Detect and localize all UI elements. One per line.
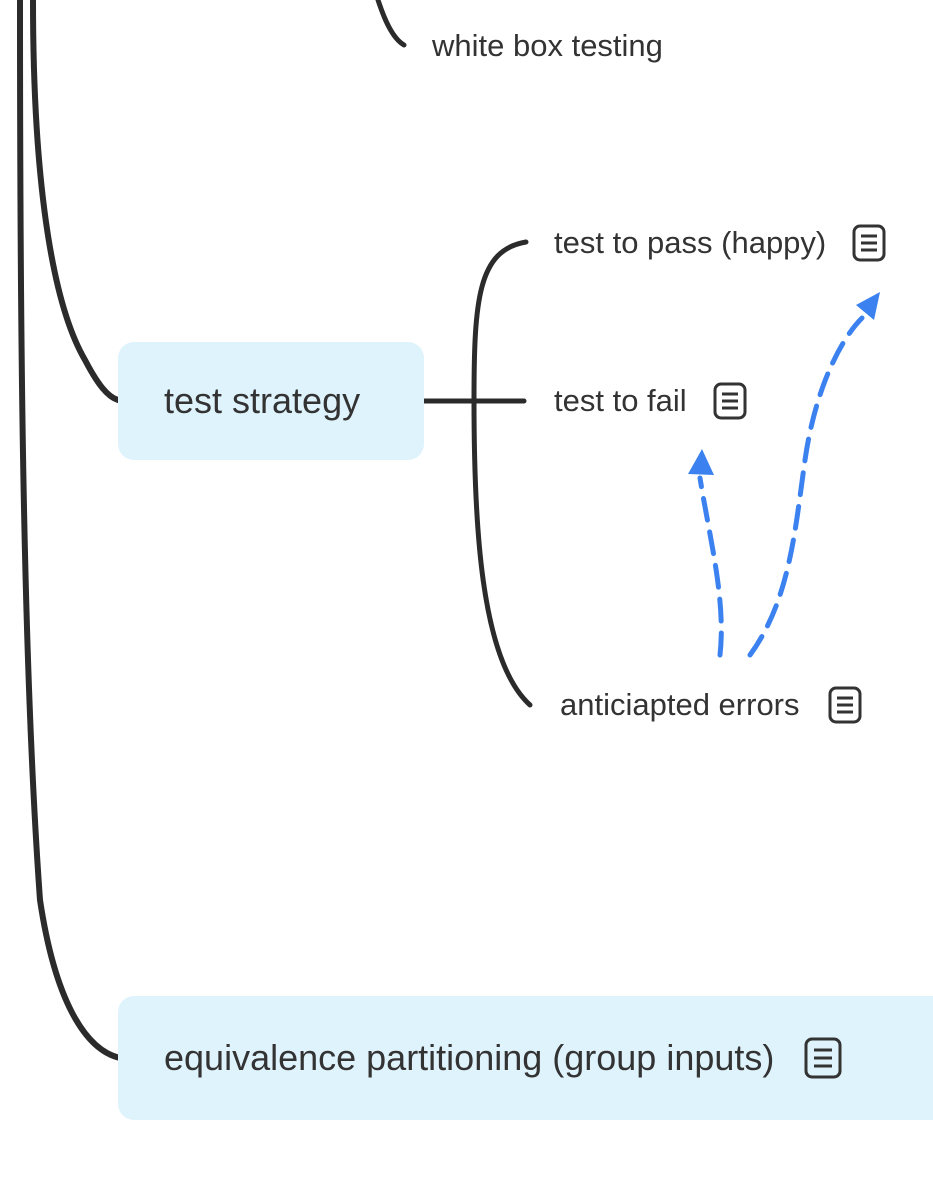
note-icon[interactable] — [713, 382, 747, 420]
node-equivalence-partitioning[interactable]: equivalence partitioning (group inputs) — [118, 996, 933, 1120]
relationship-arrowhead-to-pass — [856, 292, 880, 320]
note-icon[interactable] — [852, 224, 886, 262]
node-label: anticiapted errors — [560, 687, 800, 722]
branch-connector-trunk-inner — [30, 0, 121, 403]
note-icon[interactable] — [828, 686, 862, 724]
connector-to-test-to-pass — [421, 239, 529, 404]
node-label: test to pass (happy) — [554, 225, 827, 260]
node-label: test strategy — [164, 380, 361, 421]
branch-connector-trunk-outer — [17, 0, 123, 1061]
note-icon[interactable] — [804, 1037, 842, 1079]
node-test-to-pass[interactable]: test to pass (happy) — [554, 220, 886, 266]
relationship-arrowhead-to-fail — [688, 449, 714, 475]
connector-to-anticipated-errors — [471, 398, 533, 708]
node-test-strategy[interactable]: test strategy — [118, 342, 424, 460]
relationship-arrow-errors-to-pass — [747, 315, 865, 658]
relationship-arrow-errors-to-fail — [697, 475, 724, 658]
node-test-to-fail[interactable]: test to fail — [554, 378, 747, 424]
branch-connector-white-box — [375, 0, 407, 48]
node-label: white box testing — [432, 28, 663, 63]
node-anticipated-errors[interactable]: anticiapted errors — [560, 682, 862, 728]
node-label: test to fail — [554, 383, 687, 418]
node-label: equivalence partitioning (group inputs) — [164, 1037, 775, 1078]
node-white-box-testing[interactable]: white box testing — [432, 26, 663, 66]
